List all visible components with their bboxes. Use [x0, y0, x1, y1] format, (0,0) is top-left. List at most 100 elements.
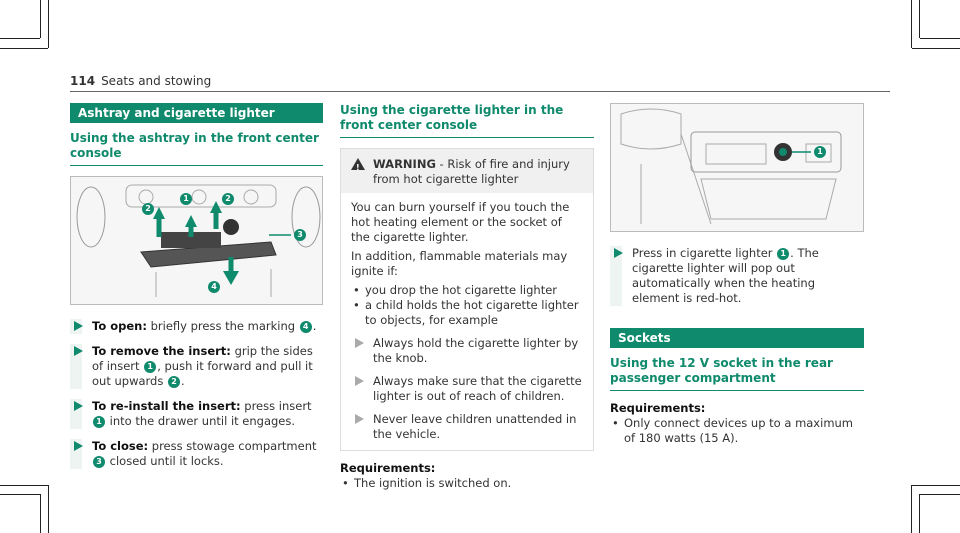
ref-badge: 3 — [93, 455, 105, 468]
step-tail: closed until it locks. — [109, 454, 224, 468]
list-item: you drop the hot cigarette lighter — [351, 283, 583, 298]
callout-4: 4 — [208, 281, 220, 293]
step-tail: , push it forward and pull it out upward… — [92, 359, 313, 388]
requirements-list: The ignition is switched on. — [340, 476, 594, 491]
warning-header: WARNING - Risk of fire and injury from h… — [341, 149, 593, 194]
callout-3: 3 — [294, 229, 306, 241]
crop-mark — [0, 494, 40, 495]
step-arrow-icon — [355, 414, 364, 424]
callout-1: 1 — [180, 193, 192, 205]
requirements: Requirements: Only connect devices up to… — [610, 401, 864, 446]
step-text: briefly press the marking — [150, 319, 296, 333]
requirements-label: Requirements: — [610, 401, 706, 415]
step-text: press insert — [244, 399, 312, 413]
step-arrow-icon — [355, 376, 364, 386]
ref-badge: 4 — [299, 320, 312, 333]
step-press-lighter: Press in cigarette lighter 1. The cigare… — [610, 246, 864, 306]
crop-mark — [0, 485, 48, 486]
requirements: Requirements: The ignition is switched o… — [340, 461, 594, 491]
crop-mark — [0, 38, 40, 39]
subsection-heading: Using the 12 V socket in the rear passen… — [610, 356, 864, 391]
step-tail: into the drawer until it engages. — [109, 414, 296, 428]
ashtray-steps: To open: briefly press the marking 4. To… — [70, 319, 323, 469]
warning-step: Always hold the cigarette lighter by the… — [351, 336, 583, 366]
ashtray-illustration: 2 1 2 3 4 — [70, 176, 323, 305]
crop-mark — [40, 494, 41, 533]
section-banner: Sockets — [610, 328, 864, 348]
crop-mark — [912, 48, 960, 49]
callout-2: 2 — [222, 193, 234, 205]
crop-mark — [48, 0, 49, 48]
lighter-illustration: 1 — [610, 103, 864, 232]
step-text: Press in cigarette lighter — [632, 246, 773, 260]
warning-triangle-icon — [351, 158, 365, 175]
step-text: press stowage compartment — [151, 439, 317, 453]
list-item: a child holds the hot cigarette lighter … — [351, 298, 583, 328]
crop-mark — [911, 485, 912, 533]
warning-bullets: you drop the hot cigarette lighter a chi… — [351, 283, 583, 328]
step-arrow-icon — [74, 321, 83, 331]
subsection-heading: Using the ashtray in the front center co… — [70, 131, 323, 166]
step-label: To close: — [92, 439, 149, 453]
warning-label: WARNING — [373, 157, 436, 171]
crop-mark — [912, 485, 960, 486]
step-label: To re-install the insert: — [92, 399, 241, 413]
warning-steps: Always hold the cigarette lighter by the… — [351, 336, 583, 442]
ref-badge: 2 — [168, 375, 181, 388]
crop-mark — [48, 485, 49, 533]
step-reinstall: To re-install the insert: press insert 1… — [70, 399, 323, 429]
step-tail: . The cigarette lighter will pop out aut… — [632, 246, 819, 305]
step-arrow-icon — [74, 401, 83, 411]
warning-body: You can burn yourself if you touch the h… — [341, 194, 593, 450]
column-cigarette-lighter: Using the cigarette lighter in the front… — [340, 103, 594, 491]
step-arrow-icon — [614, 248, 623, 258]
step-close: To close: press stowage compartment 3 cl… — [70, 439, 323, 469]
subsection-heading: Using the cigarette lighter in the front… — [340, 103, 594, 138]
list-item: The ignition is switched on. — [340, 476, 594, 491]
page-number: 114 — [70, 74, 96, 88]
list-item: Only connect devices up to a maximum of … — [610, 416, 864, 446]
warning-step: Always make sure that the cigarette ligh… — [351, 374, 583, 404]
step-open: To open: briefly press the marking 4. — [70, 319, 323, 334]
crop-mark — [911, 0, 912, 48]
ref-badge: 1 — [777, 247, 790, 260]
warning-paragraph: You can burn yourself if you touch the h… — [351, 200, 570, 244]
requirements-label: Requirements: — [340, 461, 436, 475]
lighter-steps: Press in cigarette lighter 1. The cigare… — [610, 246, 864, 306]
ref-badge: 1 — [144, 360, 157, 373]
callout-2: 2 — [142, 203, 154, 215]
step-tail: . — [181, 374, 185, 388]
step-arrow-icon — [355, 338, 364, 348]
warning-box: WARNING - Risk of fire and injury from h… — [340, 148, 594, 451]
section-title: Seats and stowing — [101, 74, 212, 88]
crop-mark — [920, 38, 960, 39]
step-label: To remove the insert: — [92, 344, 231, 358]
step-tail: . — [312, 319, 317, 333]
header-divider — [70, 91, 890, 92]
step-text: Always make sure that the cigarette ligh… — [373, 374, 582, 403]
warning-title: - Risk of fire and injury from hot cigar… — [373, 157, 570, 186]
warning-step: Never leave children unattended in the v… — [351, 412, 583, 442]
step-text: grip the sides of insert — [92, 344, 313, 373]
crop-mark — [40, 0, 41, 38]
step-arrow-icon — [74, 346, 83, 356]
crop-mark — [919, 494, 920, 533]
crop-mark — [920, 494, 960, 495]
crop-mark — [919, 0, 920, 38]
requirements-list: Only connect devices up to a maximum of … — [610, 416, 864, 446]
step-remove: To remove the insert: grip the sides of … — [70, 344, 323, 389]
ref-badge: 1 — [93, 415, 105, 428]
page-header: 114 Seats and stowing — [70, 74, 211, 88]
step-label: To open: — [92, 319, 147, 333]
crop-mark — [0, 48, 48, 49]
ashtray-drawing — [71, 177, 322, 304]
step-arrow-icon — [74, 441, 83, 451]
column-lighter-sockets: 1 Press in cigarette lighter 1. The ciga… — [610, 103, 864, 446]
lighter-drawing — [611, 104, 863, 231]
callout-1: 1 — [814, 146, 826, 158]
section-banner: Ashtray and cigarette lighter — [70, 103, 323, 123]
step-text: Never leave children unattended in the v… — [373, 412, 577, 441]
step-text: Always hold the cigarette lighter by the… — [373, 336, 579, 365]
warning-paragraph: In addition, flammable materials may ign… — [351, 249, 568, 278]
column-ashtray: Ashtray and cigarette lighter Using the … — [70, 103, 323, 469]
